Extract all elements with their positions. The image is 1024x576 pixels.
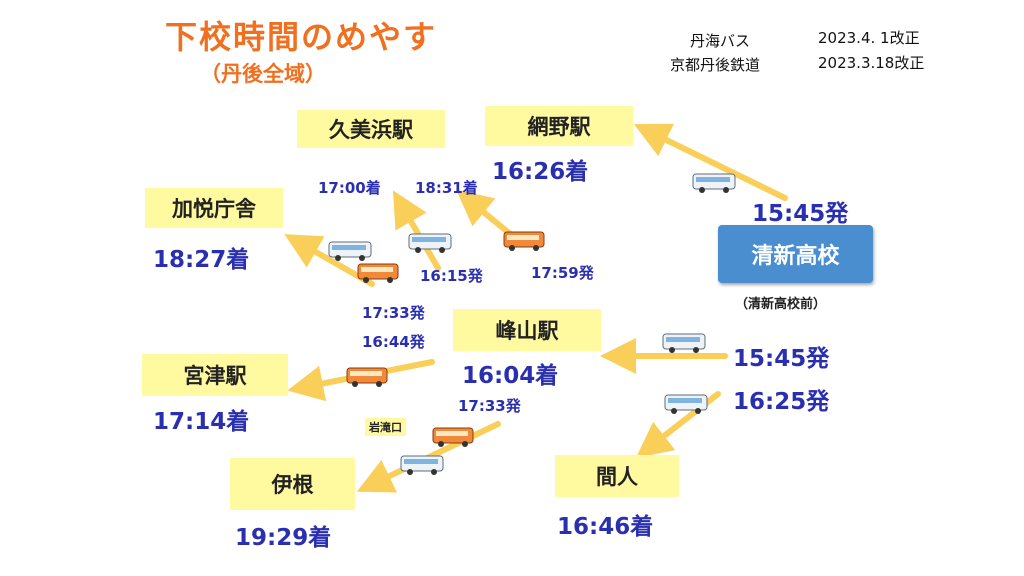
transfer-stop-label: 岩滝口	[365, 418, 406, 436]
revision-date-bus: 2023.4. 1改正	[818, 29, 920, 47]
bus-icon	[328, 241, 372, 261]
bus-icon	[400, 455, 444, 475]
station-amino-name: 網野駅	[527, 115, 591, 139]
bus-icon	[664, 394, 708, 414]
station-miyazu: 宮津駅	[142, 354, 288, 396]
revision-operator-rail: 京都丹後鉄道	[670, 56, 761, 74]
origin-stop: （清新高校前）	[735, 297, 827, 312]
page-subtitle: （丹後全域）	[200, 62, 326, 86]
origin-school: 清新高校	[718, 225, 873, 283]
ine-arrival: 19:29着	[235, 525, 332, 551]
arrow-mineyama-to-ine	[356, 421, 501, 493]
departure-to-amino: 15:45発	[752, 201, 849, 227]
revision-operator-bus: 丹海バス	[690, 32, 751, 50]
station-kaetsu-name: 加悦庁舎	[172, 197, 256, 221]
station-miyazu-name: 宮津駅	[183, 364, 247, 388]
origin-school-name: 清新高校	[751, 244, 840, 269]
bus-icon	[662, 333, 706, 353]
mineyama-departure-2: 16:44発	[362, 333, 425, 351]
train-icon	[432, 427, 474, 447]
station-ine-name: 伊根	[271, 473, 314, 497]
amino-arrival: 16:26着	[492, 159, 589, 185]
kumihama-arrival-2: 18:31着	[415, 179, 478, 197]
amino-departure-2: 17:59発	[531, 264, 594, 282]
amino-departure-1: 16:15発	[420, 267, 483, 285]
station-mineyama: 峰山駅	[453, 309, 601, 351]
mineyama-departure-1: 17:33発	[362, 304, 425, 322]
departure-to-taiza: 16:25発	[733, 389, 830, 415]
bus-icon	[692, 173, 736, 193]
revision-date-rail: 2023.3.18改正	[818, 54, 925, 72]
kumihama-arrival-1: 17:00着	[318, 179, 381, 197]
station-kumihama: 久美浜駅	[297, 110, 445, 148]
train-icon	[503, 231, 545, 251]
station-mineyama-name: 峰山駅	[495, 319, 559, 343]
taiza-arrival: 16:46着	[557, 514, 654, 540]
station-kaetsu: 加悦庁舎	[145, 188, 283, 228]
station-ine: 伊根	[230, 458, 355, 510]
station-taiza-name: 間人	[596, 465, 638, 489]
kaetsu-arrival: 18:27着	[153, 247, 250, 273]
train-icon	[346, 367, 388, 387]
miyazu-arrival: 17:14着	[153, 409, 250, 435]
station-kumihama-name: 久美浜駅	[329, 118, 413, 142]
station-amino: 網野駅	[485, 106, 633, 146]
arrow-school-to-amino	[633, 123, 788, 201]
station-taiza: 間人	[555, 455, 679, 497]
page-title: 下校時間のめやす	[165, 18, 438, 56]
bus-icon	[408, 233, 452, 253]
mineyama-departure-3: 17:33発	[458, 397, 521, 415]
departure-to-mineyama: 15:45発	[733, 346, 830, 372]
mineyama-arrival: 16:04着	[462, 363, 559, 389]
train-icon	[357, 263, 399, 283]
